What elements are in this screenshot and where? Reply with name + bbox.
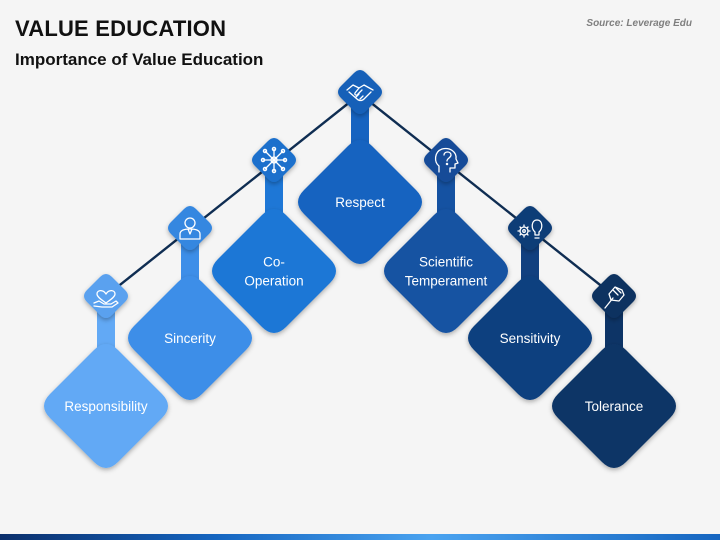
value-diamond: [298, 140, 422, 264]
value-label-line: Sincerity: [164, 331, 216, 346]
value-neck: [181, 244, 199, 282]
value-item: Sensitivity: [468, 206, 592, 400]
value-label: Responsibility: [64, 399, 148, 414]
heart-in-hand-icon: [93, 289, 119, 308]
value-label: Sincerity: [164, 331, 216, 346]
value-diamond: [468, 276, 592, 400]
person-icon: [179, 217, 201, 240]
value-item: Sincerity: [128, 206, 252, 400]
value-label: Sensitivity: [500, 331, 561, 346]
value-label-line: Responsibility: [64, 399, 148, 414]
icon-diamond: [424, 138, 468, 182]
connector-line-right: [359, 93, 615, 297]
value-label-line: Temperament: [405, 274, 488, 289]
value-item: Respect: [298, 70, 422, 264]
value-label-line: Operation: [244, 274, 303, 289]
raised-fist-icon: [604, 286, 625, 309]
value-label: Respect: [335, 195, 385, 210]
value-label: Tolerance: [585, 399, 644, 414]
idea-gears-icon: [517, 219, 543, 239]
value-neck: [605, 312, 623, 350]
value-neck: [351, 108, 369, 146]
value-neck: [97, 312, 115, 350]
icon-diamond: [508, 206, 552, 250]
value-diamond: [128, 276, 252, 400]
value-label-line: Tolerance: [585, 399, 644, 414]
value-label-line: Respect: [335, 195, 385, 210]
icon-diamond: [84, 274, 128, 318]
value-label-line: Co-: [263, 255, 285, 270]
value-item: Co- Operation: [212, 138, 336, 333]
value-neck: [521, 244, 539, 282]
value-label-line: Sensitivity: [500, 331, 561, 346]
footer-bar: [0, 534, 720, 540]
value-neck: [437, 176, 455, 215]
value-diamond: [212, 209, 336, 333]
connector-line-left: [105, 93, 361, 297]
value-neck: [265, 176, 283, 215]
page-title: VALUE EDUCATION: [15, 16, 227, 41]
value-label: Co- Operation: [244, 255, 303, 289]
head-question-icon: [434, 147, 459, 173]
icon-diamond: [592, 274, 636, 318]
value-label-line: Scientific: [419, 255, 473, 270]
value-item: Responsibility: [44, 274, 168, 468]
handshake-icon: [346, 84, 374, 102]
page-subtitle: Importance of Value Education: [15, 50, 264, 69]
source-credit: Source: Leverage Edu: [586, 18, 692, 29]
value-diamond: [552, 344, 676, 468]
connector-lines: [105, 93, 615, 297]
network-icon: [260, 146, 288, 174]
value-diamond: [44, 344, 168, 468]
value-diamond: [384, 209, 508, 333]
value-item: Tolerance: [552, 274, 676, 468]
